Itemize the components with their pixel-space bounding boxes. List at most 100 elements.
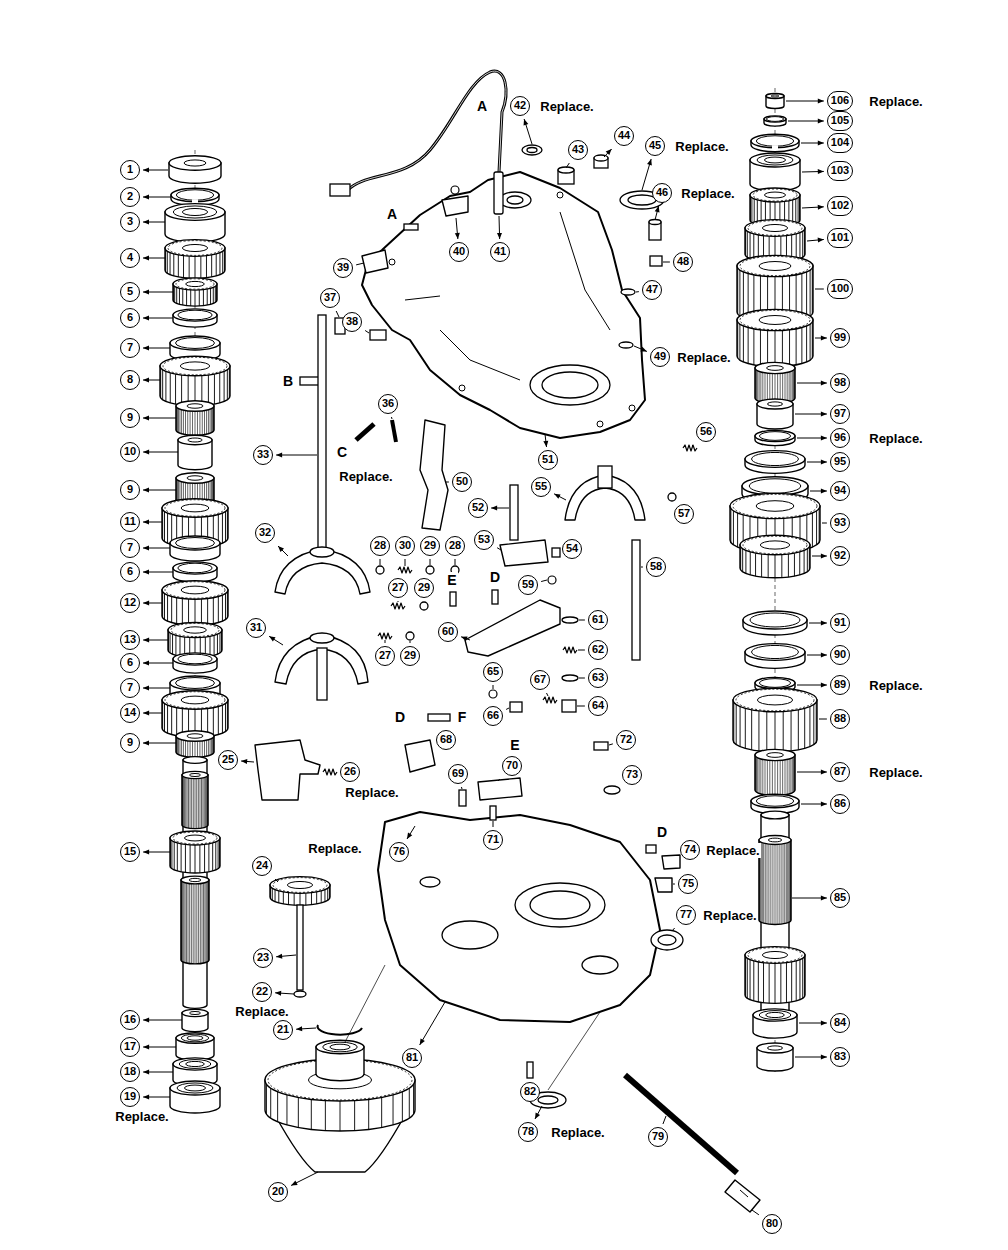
callout-number: 32 [255,523,275,543]
part-face [160,356,230,376]
tooth-line [809,707,810,747]
tooth-line [172,634,173,654]
callout-number: 81 [402,1048,422,1068]
part-bore [185,1085,206,1091]
tooth-line [796,961,797,1001]
tooth-line [745,708,746,748]
tooth-line [813,705,814,745]
leader-line [365,330,369,333]
part-face [755,430,795,441]
callout-number: 28 [445,536,465,556]
tooth-line [751,198,752,223]
part-body [182,775,208,829]
tooth-line [775,761,776,796]
tooth-line [753,234,754,260]
tooth-line [195,599,196,625]
callout-number: 65 [483,662,503,682]
part-face [761,811,789,819]
tooth-line [769,963,770,1003]
tooth-line [222,705,223,733]
tooth-line [767,330,768,366]
tooth-line [167,513,168,543]
shaft-part [270,877,330,906]
leader-line [663,262,670,263]
tooth-line [198,779,199,829]
callout-number: 47 [642,280,662,300]
part-face [764,116,786,122]
tooth-line [799,233,800,259]
pin-symbol [392,420,396,442]
tooth-line [208,375,209,405]
bolt-symbol [552,548,560,557]
shaft-part [173,562,217,582]
leader-arrowhead [821,1055,827,1060]
part-bore [330,1044,350,1050]
part-face [750,188,800,202]
tooth-line [213,737,214,753]
nut-symbol [548,576,556,584]
tooth-line [189,256,190,278]
leader-line [493,821,494,827]
tooth-line [755,369,756,399]
tooth-line [160,368,161,398]
tooth-line [171,841,172,869]
callout-number: 8 [120,370,140,390]
tooth-line [210,739,211,755]
tooth-line [185,741,186,757]
shaft-part [757,1043,793,1071]
part-bore [188,438,202,442]
leader-arrowhead [143,1045,149,1050]
callout-number: 13 [120,630,140,650]
tooth-line [790,758,791,793]
tooth-line [177,843,178,871]
leader-line [410,641,411,643]
ball-symbol [376,566,384,574]
tooth-line [208,844,209,872]
clip-symbol [294,991,306,997]
replace-note: Replace. [676,350,731,365]
tooth-line [767,844,768,924]
tooth-line [199,290,200,306]
fork-hub [598,466,612,488]
tooth-line [214,635,215,655]
tooth-line [201,599,202,625]
interlock-plate [420,420,448,530]
tooth-line [747,958,748,998]
shift-rod [510,485,518,540]
part-face [176,473,214,484]
leader-arrowhead [143,416,149,421]
washer-symbol [562,675,578,681]
tooth-line [199,741,200,757]
tooth-line [775,331,776,367]
shaft-part [160,356,230,406]
callout-number: 74 [680,840,700,860]
shaft-part [745,644,805,669]
tooth-line [202,411,203,435]
spring-symbol [323,769,337,775]
shaft-part [737,309,813,366]
tooth-line [794,369,795,399]
callout-number: 98 [830,373,850,393]
replace-note: Replace. [702,908,757,923]
tooth-line [790,371,791,401]
callout-number: 14 [120,703,140,723]
callout-number: 51 [538,450,558,470]
part-bore [178,310,212,320]
leader-arrowhead [143,316,149,321]
tooth-line [213,479,214,503]
callout-number: 59 [518,575,538,595]
callout-number: 71 [483,830,503,850]
tooth-line [182,599,183,625]
tooth-line [207,776,208,826]
tooth-line [740,547,741,570]
tooth-line [305,893,306,905]
tooth-line [192,741,193,757]
sensor-wire-core [348,71,506,190]
leader-line [385,640,386,643]
tooth-line [788,842,789,922]
part-face [170,831,220,845]
replace-note: Replace. [114,1109,169,1124]
tooth-line [745,230,746,256]
tooth-line [189,884,190,964]
part-face [168,622,222,637]
